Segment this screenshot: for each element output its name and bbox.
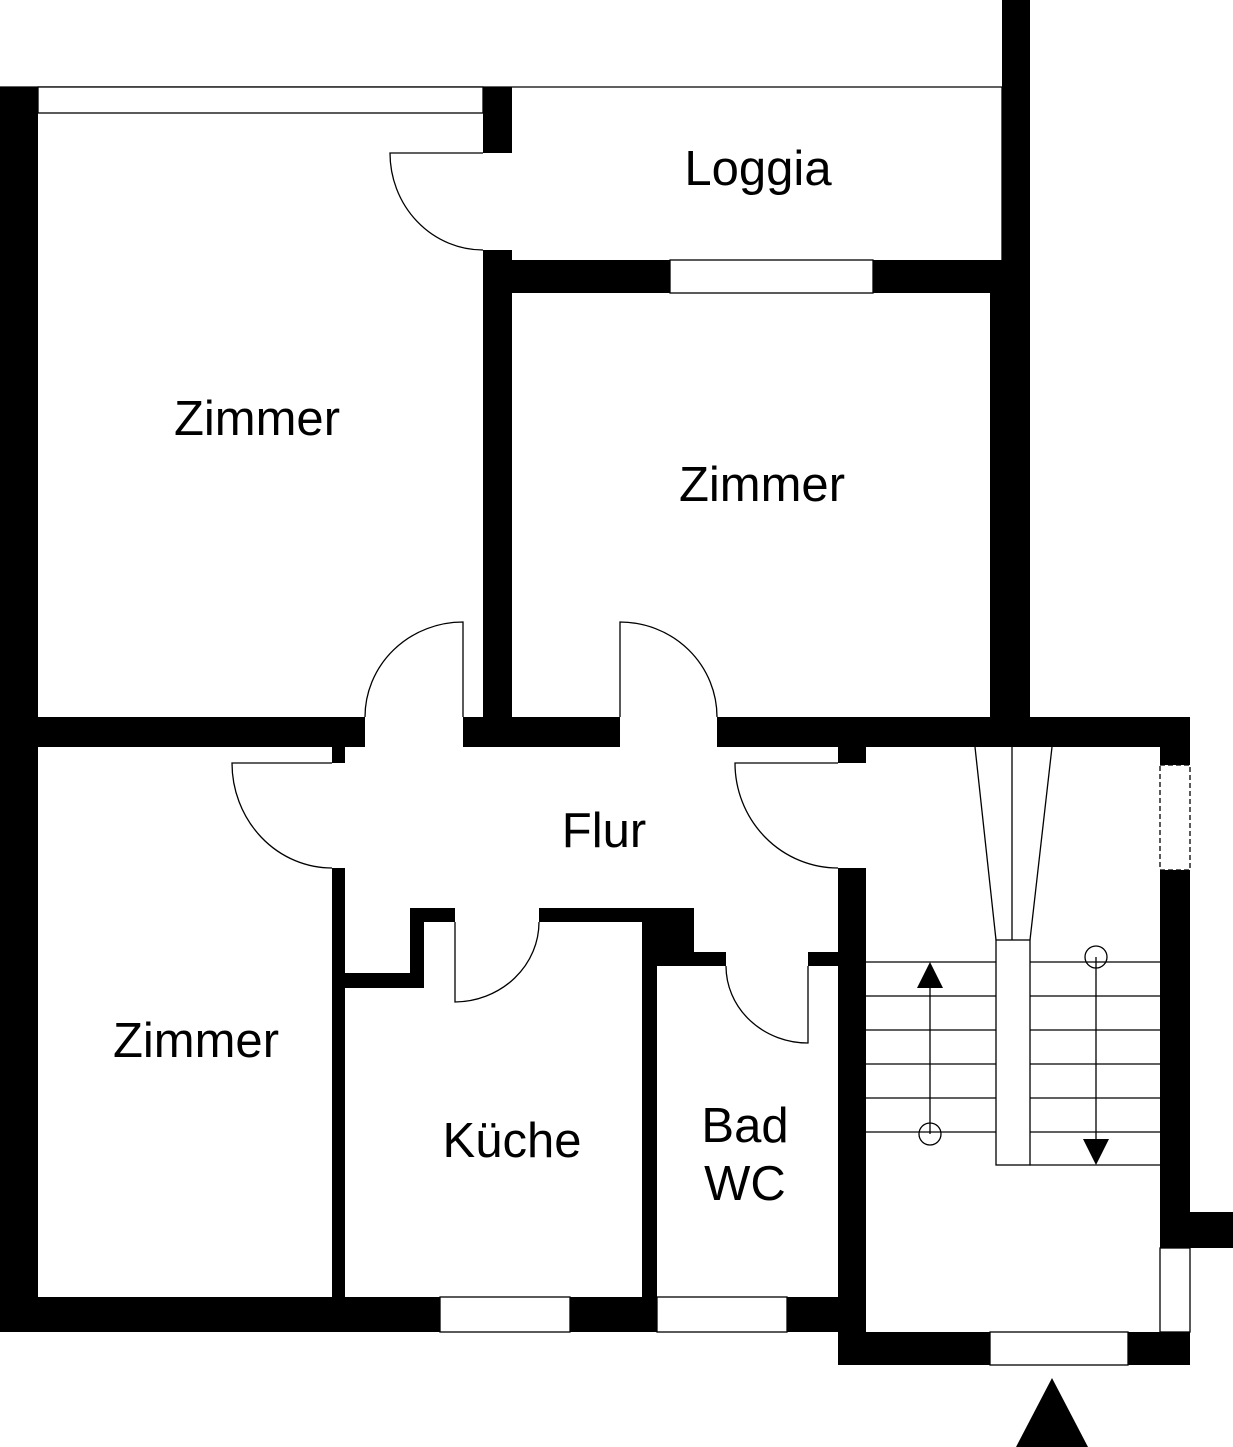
- window-top-left: [37, 86, 484, 114]
- window-kueche: [656, 1296, 788, 1333]
- window-stair: [989, 1331, 1129, 1366]
- label-bad: Bad: [701, 1099, 788, 1153]
- label-kueche: Küche: [443, 1114, 582, 1168]
- label-flur: Flur: [562, 804, 646, 858]
- label-zimmer-bottom-left: Zimmer: [113, 1014, 279, 1068]
- walls: [0, 0, 1233, 1366]
- window-zimmer: [439, 1296, 571, 1333]
- arrow-up-icon: [917, 962, 943, 988]
- window-loggia: [669, 259, 874, 294]
- doors: [231, 152, 839, 1044]
- entrance-arrow-icon: [1016, 1378, 1088, 1447]
- staircase: [866, 746, 1160, 1166]
- label-loggia: Loggia: [684, 142, 832, 196]
- room-labels: Loggia Zimmer Zimmer Flur Zimmer Küche B…: [113, 142, 845, 1211]
- label-zimmer-top-left: Zimmer: [174, 392, 340, 446]
- label-zimmer-top-right: Zimmer: [679, 458, 845, 512]
- arrow-down-icon: [1083, 1139, 1109, 1165]
- label-wc: WC: [704, 1157, 786, 1211]
